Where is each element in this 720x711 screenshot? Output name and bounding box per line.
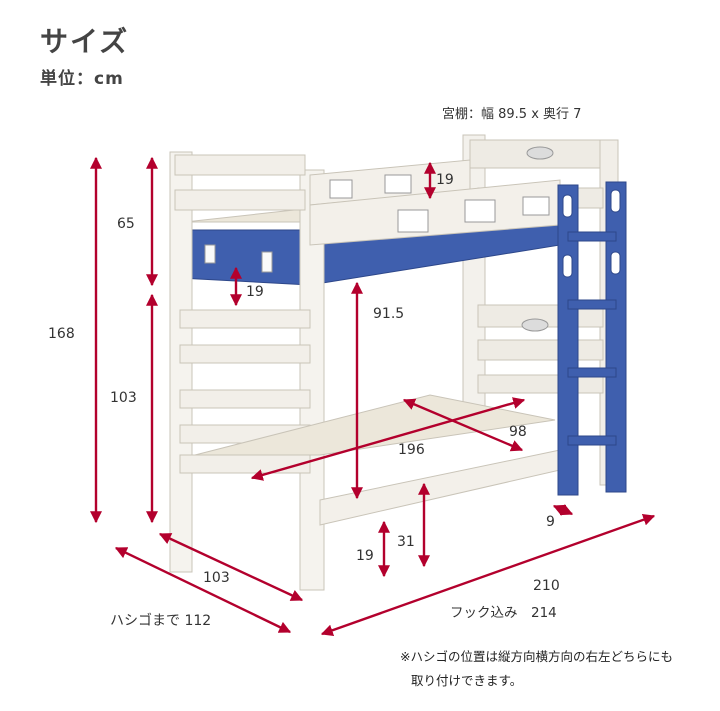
unit-label: 単位：cm [40, 69, 124, 89]
lower-mattress-depth-label: 98 [509, 424, 527, 440]
note-line-2: 取り付けできます。 [411, 673, 523, 688]
upper-bed-gap-label: 19 [246, 284, 264, 300]
dimension-arrows [90, 156, 656, 637]
lower-rail-height-label: 31 [397, 534, 415, 550]
arrow-length [320, 513, 656, 637]
upper-guard-gap-label: 19 [436, 172, 454, 188]
total-height-label: 168 [48, 326, 75, 342]
page-title: サイズ [40, 25, 130, 58]
length-with-hooks-label: フック込み 214 [450, 605, 557, 621]
arrow-width-ladder [114, 546, 292, 634]
length-label: 210 [533, 578, 560, 594]
ladder-offset-label: 9 [546, 514, 555, 530]
arrow-ladder-offset [552, 504, 574, 516]
arrow-mattress-length [250, 397, 526, 481]
shelf-dimension-label: 宮棚：幅 89.5 x 奥行 7 [442, 107, 582, 122]
floor-gap-label: 19 [356, 548, 374, 564]
mattress-length-label: 196 [398, 442, 425, 458]
lower-section-height-label: 103 [110, 390, 137, 406]
upper-guard-height-label: 65 [117, 216, 135, 232]
note-line-1: ※ハシゴの位置は縦方向横方向の右左どちらにも [400, 649, 673, 664]
bed-illustration [169, 134, 627, 591]
bed-width-label: 103 [203, 570, 230, 586]
width-with-ladder-label: ハシゴまで 112 [110, 613, 212, 629]
under-clearance-label: 91.5 [373, 306, 405, 322]
